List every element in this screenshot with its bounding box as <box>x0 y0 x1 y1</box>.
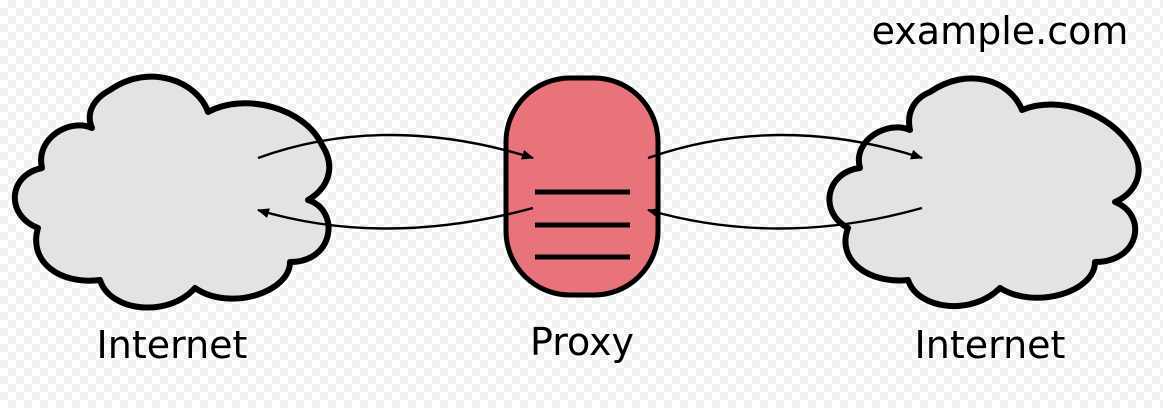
arrow-proxy-to-left-cloud <box>257 206 534 230</box>
left-cloud-label: Internet <box>97 323 248 367</box>
destination-label: example.com <box>872 9 1129 53</box>
proxy-server-icon <box>503 75 661 298</box>
arrow-left-cloud-to-proxy <box>257 133 534 160</box>
left-cloud-icon <box>11 73 333 311</box>
right-cloud-icon <box>826 75 1142 310</box>
arrow-proxy-to-right-cloud <box>647 133 923 160</box>
proxy-body <box>503 75 661 298</box>
arrow-right-cloud-to-proxy <box>647 206 923 230</box>
right-cloud-label: Internet <box>915 323 1066 367</box>
proxy-label: Proxy <box>530 320 634 364</box>
